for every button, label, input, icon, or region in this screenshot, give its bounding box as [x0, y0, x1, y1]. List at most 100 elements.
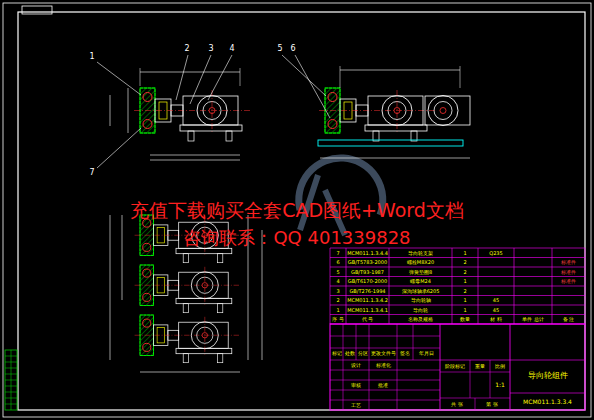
table-cell: 数量: [460, 317, 470, 322]
table-cell: 3: [336, 288, 339, 293]
center-line: [212, 90, 213, 134]
table-cell: 名称及规格: [408, 317, 433, 322]
table-cell: 螺栓M8X20: [407, 260, 434, 265]
bracket: [179, 272, 229, 298]
table-cell: 4: [336, 279, 339, 284]
table-line: [330, 314, 585, 315]
table-line: [346, 248, 347, 324]
title-block-text: 审核: [351, 383, 361, 388]
callout-number: 1: [89, 53, 94, 61]
title-block-text: 处数: [345, 352, 355, 357]
extension-line: [340, 66, 341, 88]
bolt: [226, 131, 232, 141]
assembly-view: [134, 88, 250, 141]
title-block-text: 1:1: [495, 382, 505, 388]
table-cell: 1: [336, 307, 339, 312]
table-line: [369, 324, 370, 360]
base-plate: [176, 348, 232, 353]
side-strip-line: [11, 350, 12, 410]
assembly-view: [135, 315, 239, 363]
dimension-line: [122, 215, 123, 300]
table-line: [440, 372, 510, 373]
dimension-line: [340, 70, 460, 71]
bracket: [368, 96, 423, 125]
dimension-line: [140, 72, 240, 73]
second-bracket: [425, 96, 470, 126]
title-block-text: 签名: [400, 352, 410, 357]
leader-line: [282, 55, 326, 96]
table-line: [330, 295, 585, 296]
bearing-ball: [328, 93, 337, 102]
table-cell: 导向轮支架: [408, 250, 433, 255]
callout-number: 2: [184, 45, 189, 53]
bearing-ball: [143, 243, 151, 251]
leader-line: [190, 55, 211, 104]
bearing-ball: [143, 343, 151, 351]
table-line: [478, 248, 479, 324]
title-block-text: 工艺: [351, 403, 361, 408]
assembly-view: [135, 265, 239, 313]
watermark: 充值下载购买全套CAD图纸+Word文档: [130, 201, 464, 220]
title-block-text: 重量: [475, 364, 485, 369]
base-plate: [176, 248, 232, 253]
base-plate: [365, 125, 427, 131]
callout-number: 3: [208, 45, 213, 53]
table-cell: 导向轮轴: [411, 298, 431, 303]
title-block-text: 共 张: [451, 402, 463, 407]
table-line: [369, 360, 370, 410]
bolt: [217, 354, 222, 363]
bolt: [183, 304, 188, 313]
table-line: [470, 360, 471, 398]
table-line: [510, 324, 511, 410]
table-line: [330, 380, 440, 381]
bolt: [183, 254, 188, 263]
bolt: [373, 131, 379, 141]
center-line: [135, 335, 239, 336]
table-line: [343, 324, 344, 360]
leader-line: [97, 62, 141, 95]
table-cell: 代 号: [362, 317, 374, 322]
table-line: [490, 360, 491, 398]
title-block-text: 第 张: [486, 402, 498, 407]
table-line: [330, 400, 440, 401]
bracket-bore: [428, 96, 458, 126]
dimension-line: [320, 158, 470, 159]
table-line: [552, 248, 553, 324]
table-cell: MCM011.1.3.4.4: [347, 250, 388, 255]
table-line: [440, 360, 585, 361]
table-line: [330, 267, 585, 268]
callout-number: 4: [229, 45, 234, 53]
bolt: [188, 131, 194, 141]
table-line: [330, 390, 440, 391]
bolt: [411, 131, 417, 141]
table-line: [330, 276, 585, 277]
callout-number: 5: [277, 45, 282, 53]
table-line: [330, 305, 585, 306]
corner-box: [22, 6, 52, 14]
bearing-ball: [328, 120, 337, 129]
table-cell: 1: [463, 250, 466, 255]
bolt: [217, 254, 222, 263]
bearing-ball: [143, 219, 151, 227]
leader-line: [176, 55, 188, 100]
bearing-ball: [143, 120, 152, 129]
inner-frame: [18, 12, 585, 410]
table-line: [330, 360, 440, 361]
table-cell: 标准件: [561, 269, 576, 274]
title-block-text: 年月日: [419, 352, 434, 357]
center-line: [134, 110, 250, 111]
table-line: [356, 324, 357, 360]
table-cell: 材 料: [490, 317, 502, 322]
bearing-ball: [143, 269, 151, 277]
table-cell: Q235: [489, 250, 502, 255]
side-strip: [5, 350, 17, 410]
table-cell: 序 号: [332, 317, 344, 322]
bracket-bore: [434, 102, 452, 120]
title-block-text: 标记: [332, 352, 342, 357]
table-cell: 2: [463, 288, 466, 293]
bracket: [425, 96, 470, 125]
table-cell: 1: [463, 279, 466, 284]
table-line: [514, 248, 515, 324]
table-cell: 6: [336, 260, 339, 265]
